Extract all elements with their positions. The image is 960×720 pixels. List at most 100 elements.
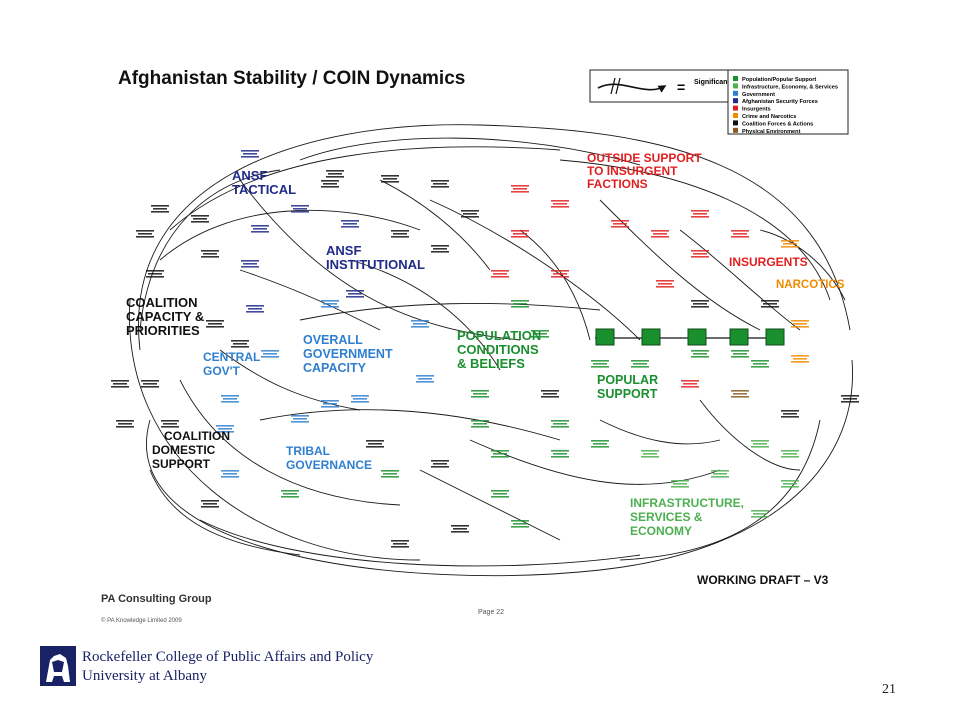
node-text-glyph: [141, 386, 159, 388]
node-text-glyph: [116, 426, 134, 428]
footer-line-2: University at Albany: [82, 668, 207, 684]
node-text-glyph: [223, 473, 237, 475]
node-text-glyph: [513, 303, 527, 305]
label-population-conditions: POPULATION CONDITIONS & BELIEFS: [457, 328, 545, 371]
node-text-glyph: [231, 346, 249, 348]
node-text-glyph: [383, 178, 397, 180]
node-text-glyph: [413, 323, 427, 325]
node-text-glyph: [221, 470, 239, 472]
node-text-glyph: [691, 306, 709, 308]
node-text-glyph: [691, 250, 709, 252]
node-text-glyph: [691, 210, 709, 212]
support-stock-2: [641, 328, 661, 346]
node-text-glyph: [351, 401, 369, 403]
node-text-glyph: [263, 353, 277, 355]
node-text-glyph: [493, 493, 507, 495]
node-text-glyph: [136, 236, 154, 238]
node-text-glyph: [753, 513, 767, 515]
working-draft-label: WORKING DRAFT – V3: [697, 573, 829, 587]
node-text-glyph: [136, 230, 154, 232]
node-text-glyph: [206, 320, 224, 322]
node-text-glyph: [353, 398, 367, 400]
node-text-glyph: [511, 300, 529, 302]
node-text-glyph: [116, 420, 134, 422]
legend-swatch: [733, 113, 738, 118]
node-text-glyph: [683, 383, 697, 385]
node-text-glyph: [208, 323, 222, 325]
node-text-glyph: [281, 490, 299, 492]
popular-support-chain: [595, 328, 785, 346]
node-text-glyph: [416, 375, 434, 377]
node-text-glyph: [751, 366, 769, 368]
node-text-glyph: [411, 320, 429, 322]
node-text-glyph: [381, 175, 399, 177]
node-text-glyph: [751, 446, 769, 448]
support-stock-3: [687, 328, 707, 346]
node-text-glyph: [216, 431, 234, 433]
node-text-glyph: [111, 380, 129, 382]
node-text-glyph: [693, 353, 707, 355]
node-text-glyph: [656, 286, 674, 288]
node-text-glyph: [473, 423, 487, 425]
label-coalition-domestic: COALITION DOMESTIC SUPPORT: [152, 429, 233, 471]
node-text-glyph: [593, 443, 607, 445]
causal-loop-arcs: [129, 124, 853, 577]
label-popular-support: POPULAR SUPPORT: [597, 373, 662, 401]
node-text-glyph: [551, 426, 569, 428]
node-text-glyph: [248, 308, 262, 310]
node-text-glyph: [463, 213, 477, 215]
node-text-glyph: [321, 406, 339, 408]
node-text-glyph: [206, 326, 224, 328]
node-text-glyph: [781, 416, 799, 418]
node-text-glyph: [591, 440, 609, 442]
node-text-glyph: [761, 306, 779, 308]
legend-label: Infrastructure, Economy, & Services: [742, 84, 838, 90]
node-text-glyph: [281, 496, 299, 498]
node-text-glyph: [783, 243, 797, 245]
node-text-glyph: [191, 215, 209, 217]
node-text-glyph: [201, 250, 219, 252]
node-text-glyph: [513, 233, 527, 235]
node-text-glyph: [321, 400, 339, 402]
node-text-glyph: [781, 246, 799, 248]
node-text-glyph: [693, 253, 707, 255]
coin-dynamics-diagram: Afghanistan Stability / COIN Dynamics = …: [101, 68, 859, 624]
delay-legend-label: Significant Delay: [694, 79, 751, 86]
legend-label: Coalition Forces & Actions: [742, 121, 813, 127]
node-text-glyph: [511, 306, 529, 308]
legend-label: Government: [742, 92, 775, 98]
node-text-glyph: [791, 320, 809, 322]
node-text-glyph: [781, 480, 799, 482]
node-text-glyph: [216, 425, 234, 427]
legend-swatch: [733, 83, 738, 89]
node-text-glyph: [243, 153, 257, 155]
legend-swatch: [733, 76, 738, 81]
node-text-glyph: [343, 223, 357, 225]
node-text-glyph: [551, 206, 569, 208]
node-text-glyph: [493, 273, 507, 275]
node-text-glyph: [383, 473, 397, 475]
node-text-glyph: [293, 418, 307, 420]
node-text-glyph: [233, 343, 247, 345]
node-text-glyph: [253, 228, 267, 230]
node-text-glyph: [731, 230, 749, 232]
node-text-glyph: [391, 236, 409, 238]
node-text-glyph: [431, 466, 449, 468]
node-text-glyph: [733, 233, 747, 235]
node-text-glyph: [323, 303, 337, 305]
node-text-glyph: [393, 543, 407, 545]
node-text-glyph: [531, 330, 549, 332]
node-text-glyph: [631, 360, 649, 362]
node-text-glyph: [461, 216, 479, 218]
node-text-glyph: [511, 526, 529, 528]
node-text-glyph: [693, 303, 707, 305]
node-text-glyph: [461, 210, 479, 212]
node-text-glyph: [418, 378, 432, 380]
node-text-glyph: [113, 383, 127, 385]
node-text-glyph: [323, 183, 337, 185]
node-text-glyph: [691, 256, 709, 258]
node-text-glyph: [511, 520, 529, 522]
node-text-glyph: [328, 173, 342, 175]
legend-label: Physical Environment: [742, 129, 801, 135]
node-text-glyph: [633, 363, 647, 365]
